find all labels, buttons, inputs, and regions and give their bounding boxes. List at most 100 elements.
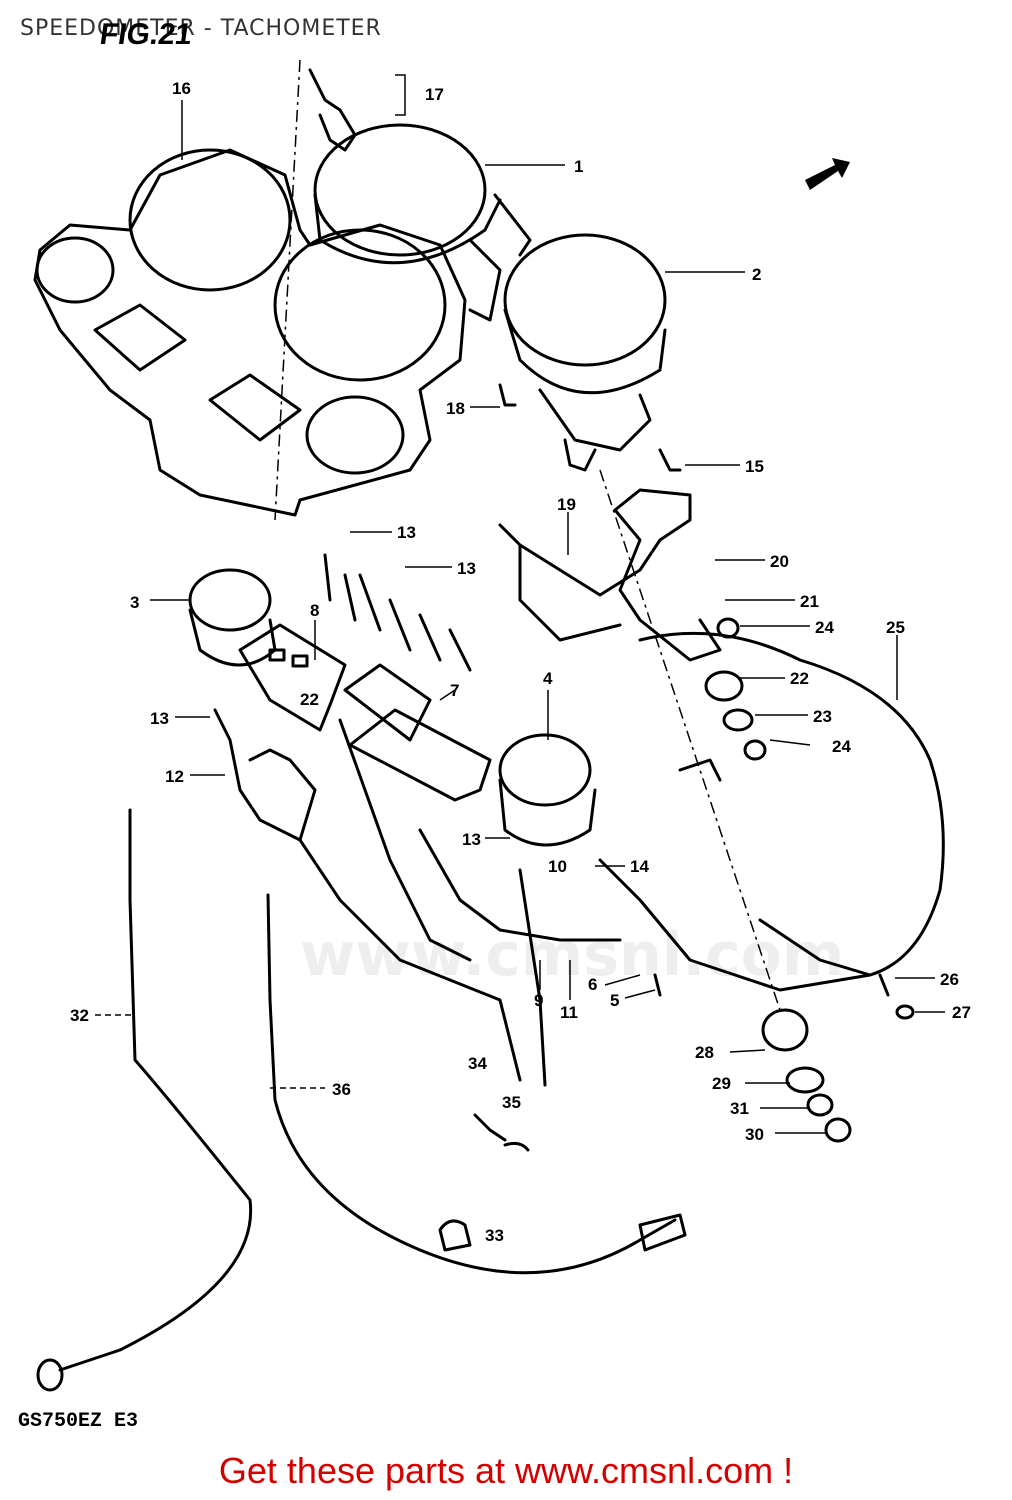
fuel-gauge-4-body: [498, 778, 597, 847]
speedometer-cable-32: [58, 808, 253, 1372]
callout-12: 12: [165, 767, 184, 786]
cover-right-small-ring: [305, 395, 405, 475]
nut-30: [824, 1117, 852, 1143]
callout-33: 33: [485, 1226, 504, 1245]
instrument-cover: [33, 148, 467, 517]
footer-link[interactable]: Get these parts at www.cmsnl.com !: [218, 1450, 794, 1491]
terminal-33: [503, 1141, 530, 1152]
speedometer-mount: [468, 238, 502, 322]
tachometer-cable-socket: [563, 438, 597, 472]
cable-32-end: [36, 1358, 64, 1392]
leader-24b: [769, 739, 811, 746]
tachometer-base: [538, 388, 652, 452]
cover-speedo-ring: [128, 148, 292, 292]
cable-36-end: [638, 1213, 687, 1252]
tachometer-body: [503, 308, 667, 395]
callout-27: 27: [952, 1003, 971, 1022]
screw-15: [658, 448, 682, 472]
bolt-35: [473, 1113, 507, 1142]
callout-22-b: 22: [300, 690, 319, 709]
callout-14: 14: [630, 857, 649, 876]
callout-19: 19: [557, 495, 576, 514]
indicator-window-b: [291, 654, 309, 668]
callout-5: 5: [610, 991, 619, 1010]
callout-25: 25: [886, 618, 905, 637]
speedometer-bracket: [493, 193, 532, 257]
wire-harness: [298, 718, 622, 1087]
grommet-28: [761, 1008, 809, 1052]
bulb-17: [308, 68, 357, 152]
callout-17: 17: [425, 85, 444, 104]
nut-24-lower: [743, 739, 767, 761]
guide-dashed-a: [599, 469, 781, 1011]
callout-24-a: 24: [815, 618, 834, 637]
callout-1: 1: [574, 157, 583, 176]
callout-31: 31: [730, 1099, 749, 1118]
small-gauge-3: [188, 568, 272, 632]
callout-24-b: 24: [832, 737, 851, 756]
leader-7: [439, 689, 456, 701]
callout-23: 23: [813, 707, 832, 726]
washer-23: [722, 708, 754, 732]
meter-bracket: [498, 488, 722, 662]
tachometer-cable-36: [266, 893, 677, 1275]
callout-3: 3: [130, 593, 139, 612]
washer-31: [806, 1093, 834, 1117]
callout-2: 2: [752, 265, 761, 284]
callout-13-b: 13: [457, 559, 476, 578]
leader-17: [395, 74, 406, 116]
figure-label: FIG.21: [97, 18, 195, 51]
socket-cluster-12: [213, 708, 317, 842]
screw-26: [878, 973, 890, 997]
forward-arrow-icon: [805, 158, 850, 190]
page-title: SPEEDOMETER - TACHOMETER: [20, 16, 382, 41]
callout-15: 15: [745, 457, 764, 476]
callout-20: 20: [770, 552, 789, 571]
model-code: GS750EZ E3: [18, 1410, 139, 1433]
meter-housing-flap: [758, 918, 872, 977]
leader-5: [624, 989, 656, 999]
cover-left-small-ring: [35, 236, 115, 304]
indicator-panel-7-lower: [348, 708, 492, 802]
callout-13-c: 13: [150, 709, 169, 728]
tachometer-face: [503, 233, 667, 367]
meter-bracket-arm: [518, 543, 622, 642]
leader-6: [604, 974, 641, 986]
callout-7: 7: [450, 681, 459, 700]
callout-8: 8: [310, 601, 319, 620]
small-gauge-3-body: [188, 608, 277, 667]
bulb-group-top: [323, 553, 472, 672]
cover-tacho-ring: [273, 228, 447, 382]
callout-36: 36: [332, 1080, 351, 1099]
callout-32: 32: [70, 1006, 89, 1025]
callout-4: 4: [543, 669, 553, 688]
callout-21: 21: [800, 592, 819, 611]
washer-27: [895, 1004, 915, 1020]
callout-labels: 1 2 3 4 5 6 7 8 9 10 11 12 13 13 13 13 1…: [70, 79, 971, 1245]
watermark-text: www.cmsnl.com: [300, 920, 844, 990]
indicator-window-a: [268, 648, 286, 662]
callout-34: 34: [468, 1054, 487, 1073]
speedometer-body: [313, 193, 502, 265]
cover-window-left: [93, 303, 187, 372]
callout-16: 16: [172, 79, 191, 98]
cover-window-center: [208, 373, 302, 442]
screw-18: [498, 383, 517, 407]
callout-30: 30: [745, 1125, 764, 1144]
indicator-panel-8: [238, 623, 347, 732]
callout-13-d: 13: [462, 830, 481, 849]
nut-24-upper: [716, 617, 740, 639]
callout-9: 9: [534, 991, 543, 1010]
meter-housing-notch: [678, 758, 722, 782]
screw-5: [653, 973, 662, 997]
fuel-gauge-4: [498, 733, 592, 807]
clamp-33: [438, 1219, 472, 1252]
callout-26: 26: [940, 970, 959, 989]
grommet-22: [704, 670, 744, 702]
speedometer-face: [313, 123, 487, 257]
callout-13-a: 13: [397, 523, 416, 542]
callout-10: 10: [548, 857, 567, 876]
washer-29: [785, 1066, 825, 1094]
indicator-panel-7: [343, 663, 432, 742]
